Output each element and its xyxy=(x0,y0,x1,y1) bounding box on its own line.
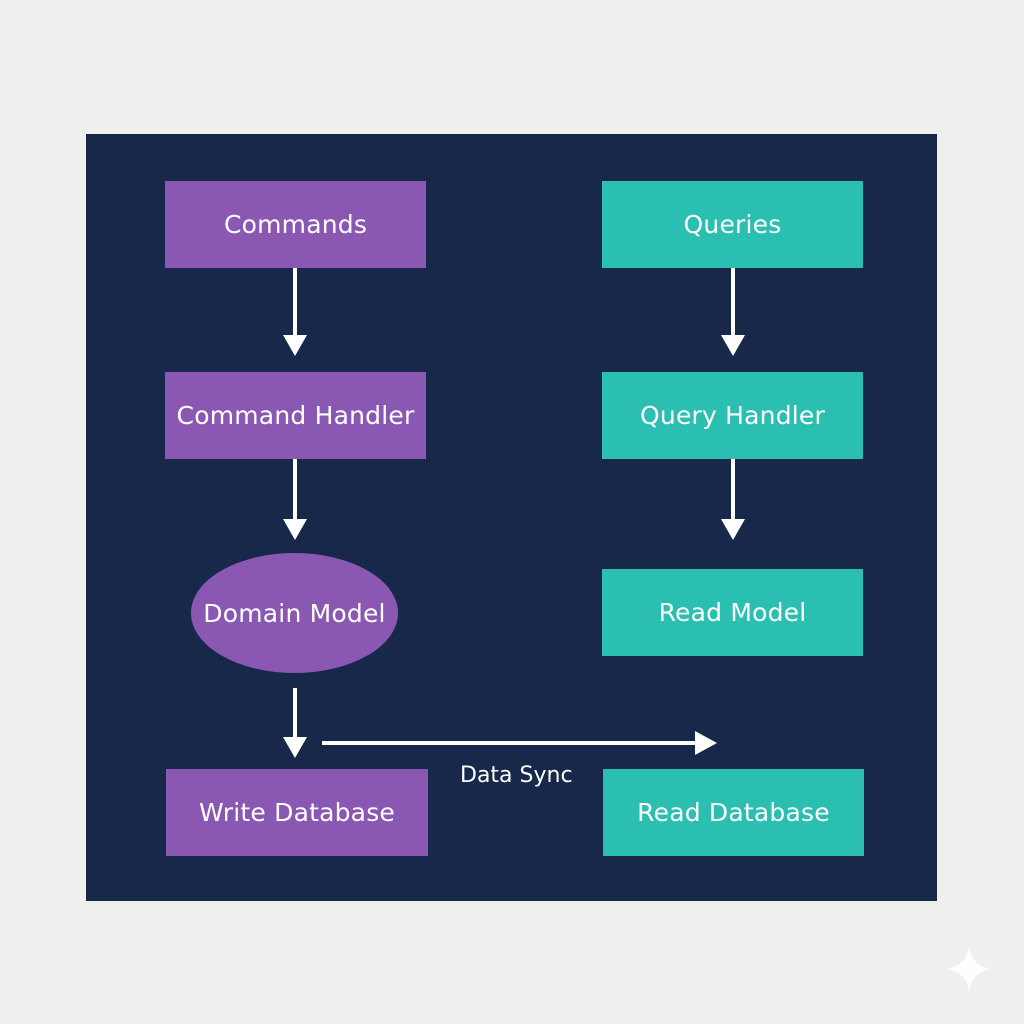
commands-label: Commands xyxy=(223,210,368,239)
query-handler-label: Query Handler xyxy=(640,401,825,430)
domain-model-label: Domain Model xyxy=(203,598,386,628)
read-database-label: Read Database xyxy=(637,798,830,827)
commands-box: Commands xyxy=(165,181,426,268)
write-database-box: Write Database xyxy=(166,769,428,856)
write-database-label: Write Database xyxy=(198,798,396,827)
domain-model-ellipse: Domain Model xyxy=(191,553,398,673)
read-database-box: Read Database xyxy=(603,769,864,856)
sparkle-icon xyxy=(946,946,992,992)
read-model-box: Read Model xyxy=(602,569,863,656)
queries-box: Queries xyxy=(602,181,863,268)
command-handler-box: Command Handler xyxy=(165,372,426,459)
query-handler-box: Query Handler xyxy=(602,372,863,459)
queries-label: Queries xyxy=(683,210,782,239)
command-handler-label: Command Handler xyxy=(176,401,415,430)
read-model-label: Read Model xyxy=(658,598,807,627)
data-sync-label: Data Sync xyxy=(460,763,573,788)
